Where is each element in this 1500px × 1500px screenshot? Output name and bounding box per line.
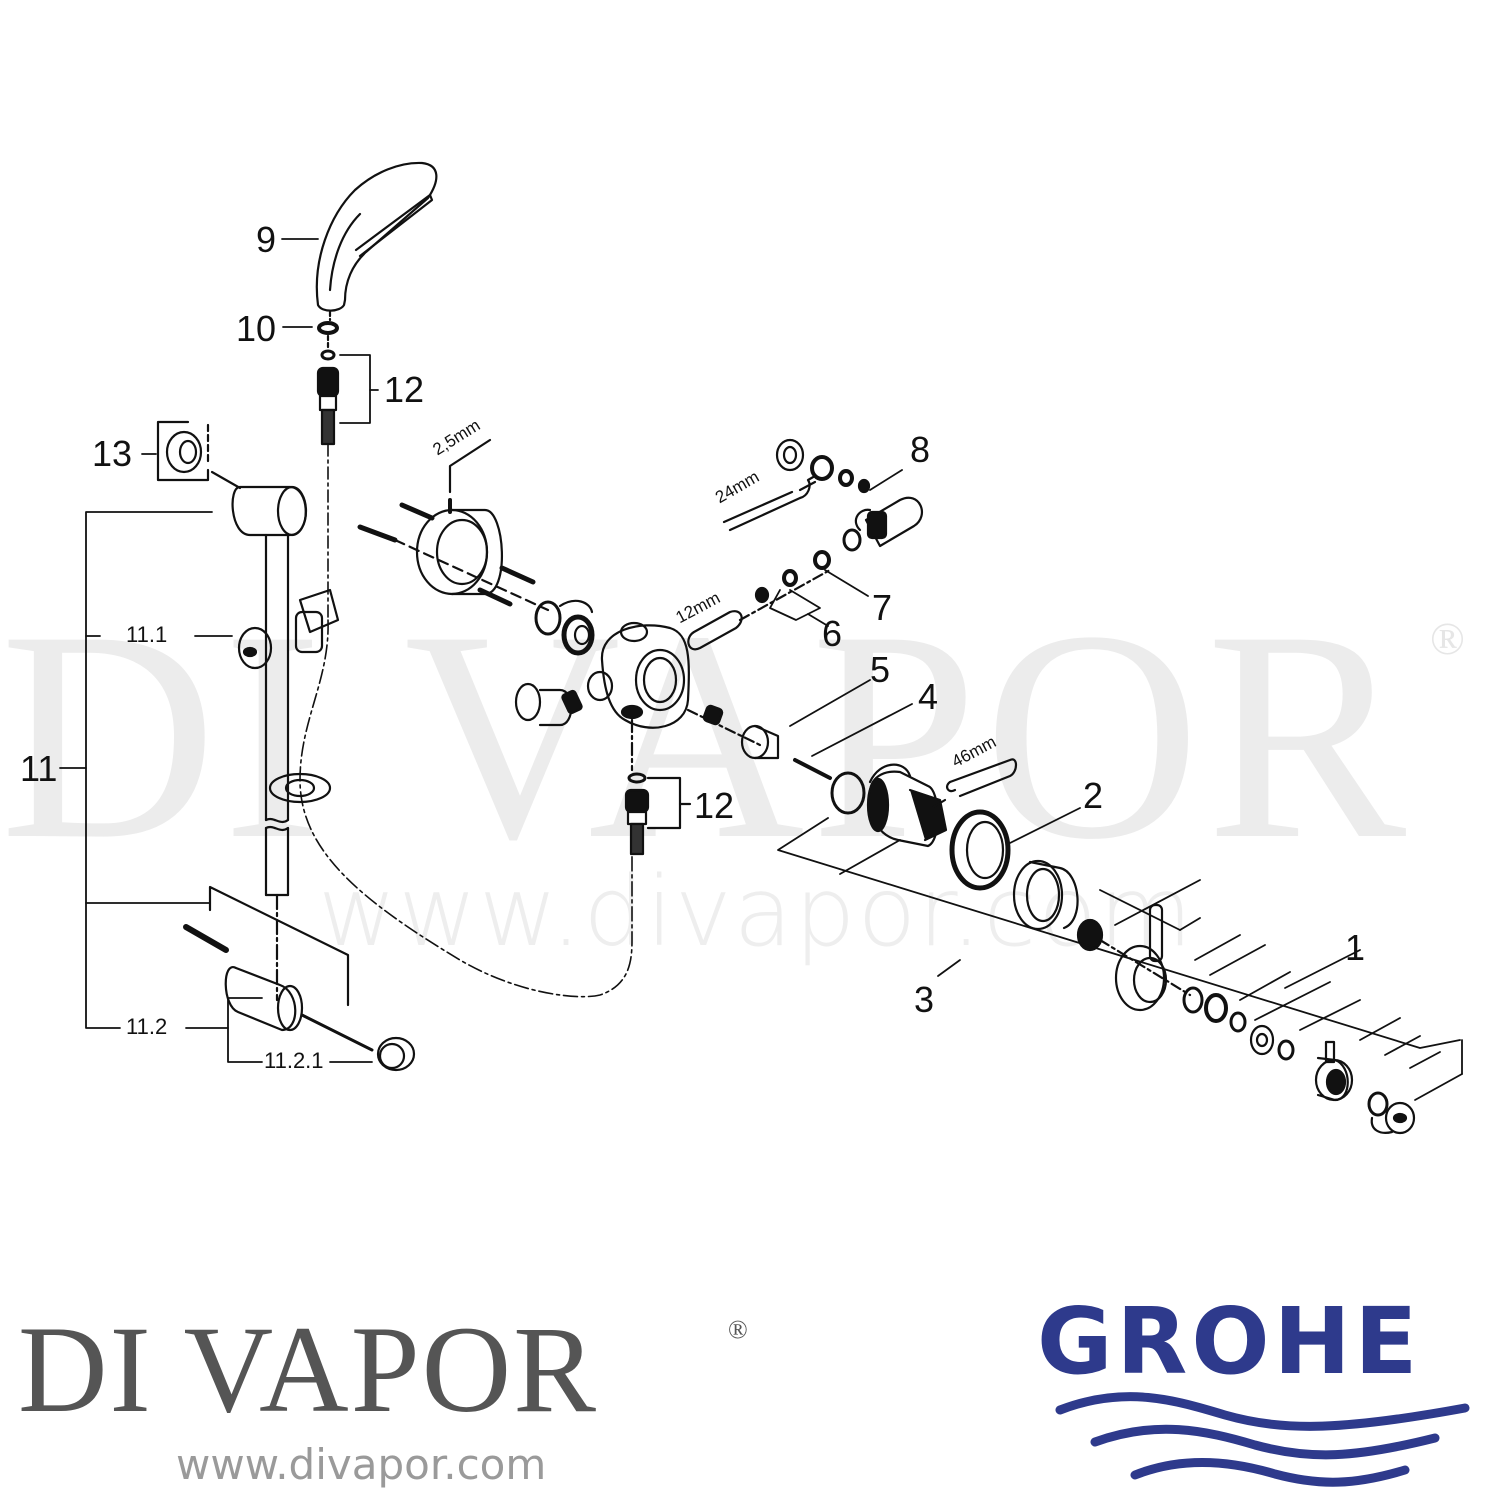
mounting-plate [357,438,550,612]
leader-lines-1-5 [777,679,1463,1101]
part-4-valve-pin [793,758,832,780]
watermark-brand: DI VAPOR [0,569,1413,901]
leader-lines-6-7-8 [769,469,903,627]
hose-nut-set-top [316,349,340,446]
hand-shower [315,161,438,322]
part-label-8: 8 [910,429,931,470]
valve-body [586,621,690,729]
part-label-11-2: 11.2 [126,1014,168,1039]
part-label-7: 7 [872,587,893,628]
part-label-12-top: 12 [384,369,425,410]
handle-lever [1114,903,1168,1012]
part-label-6: 6 [822,613,843,654]
part-6-seal-a [754,586,770,604]
shower-hose [299,619,633,998]
washer-10 [317,321,339,335]
part-6-seal-b [782,569,798,587]
sleeve-ring [1012,859,1079,931]
part-label-10: 10 [236,308,277,349]
part-label-1: 1 [1345,927,1366,968]
part-7-nut [813,550,831,570]
wall-cover-13 [156,420,242,490]
temperature-handle [1314,1040,1416,1135]
part-label-11-2-1: 11.2.1 [264,1048,324,1073]
leader-lines-11 [59,238,379,1063]
part-label-5: 5 [870,649,891,690]
part-2-ring [949,809,1011,891]
bottom-bracket-11-2 [183,885,416,1072]
part-8-fittings [722,438,871,532]
part-label-11-1: 11.1 [126,622,168,647]
spacer-12mm [687,610,743,651]
part-label-13: 13 [92,433,133,474]
watermark-registered-mark: ® [1430,613,1465,664]
part-label-9: 9 [256,219,277,260]
elbow-connector-8 [854,496,924,548]
watermark-url: www.divapor.com [318,856,1195,968]
part-5-thermostat-element [740,724,780,760]
o-ring-8 [842,528,862,552]
hose-nut-set-bottom [624,772,692,856]
part-label-12-bottom: 12 [694,785,735,826]
grohe-logo-text: GROHE [1037,1288,1422,1395]
o-ring-cartridge [830,771,866,815]
check-valve-left [558,599,595,656]
part-label-2: 2 [1083,775,1104,816]
part-label-11: 11 [20,748,58,789]
part-label-3: 3 [914,979,935,1020]
thermostatic-cartridge [866,758,1018,848]
slide-rail [231,485,340,897]
o-ring-left [534,600,562,636]
seal-rings-series [1182,986,1295,1061]
part-label-4: 4 [918,676,939,717]
divapor-logo-text: DI VAPOR [18,1301,598,1438]
divapor-url: www.divapor.com [176,1440,547,1489]
elbow-connector [514,682,583,727]
nut-black [702,704,724,726]
divapor-registered-mark: ® [728,1315,748,1344]
grohe-waves-icon [1055,1392,1470,1487]
stop-black [1076,918,1104,952]
